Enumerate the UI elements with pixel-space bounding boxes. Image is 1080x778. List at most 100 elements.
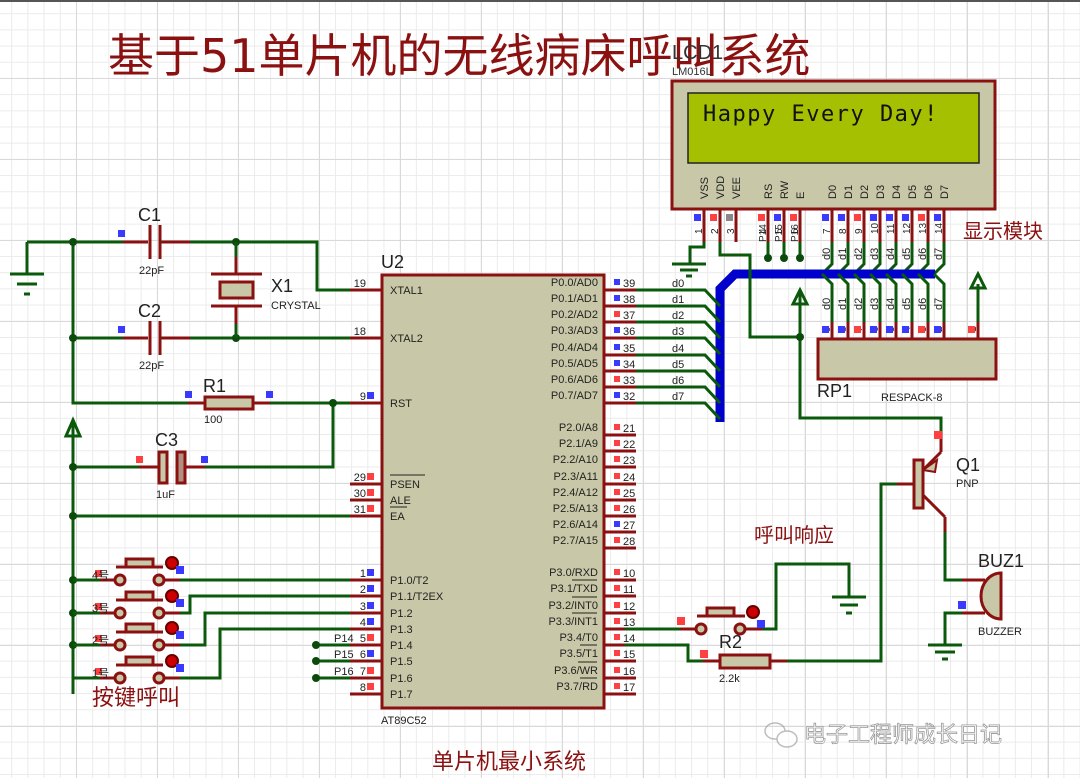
transistor-q1[interactable]: Q1 PNP	[897, 431, 980, 532]
c2-ref: C2	[138, 301, 161, 321]
button-contact	[113, 573, 127, 587]
rp1-wire	[932, 272, 946, 324]
rp1-net: d2	[853, 298, 865, 310]
button-indicator	[165, 621, 179, 635]
lcd-data-net: d2	[853, 248, 865, 260]
call-button-1[interactable]: 1号	[92, 654, 184, 685]
mcu-part: AT89C52	[381, 715, 427, 727]
mcu-pin-name: P0.7/AD7	[551, 390, 598, 402]
rp1-wire	[868, 272, 882, 324]
resistor-r2[interactable]: R2 2.2k	[700, 632, 787, 685]
pin-state-marker	[934, 214, 941, 221]
mcu-body	[380, 273, 606, 710]
response-button[interactable]	[677, 605, 765, 636]
mcu-pin-name: P1.4	[390, 640, 413, 652]
lcd-pin-name: E	[795, 192, 807, 199]
bus-entry-d2	[636, 320, 722, 340]
mcu-pin-number: 30	[354, 488, 366, 500]
pin-state-marker	[918, 214, 925, 221]
pin-state-marker	[614, 667, 620, 673]
mcu-pin-name: P3.6/WR	[554, 665, 598, 677]
pin-state-marker	[176, 599, 184, 607]
lcd-pin-name: RW	[779, 180, 791, 199]
c1-value: 22pF	[139, 265, 164, 277]
pin-state-marker	[95, 603, 102, 610]
bus-entry-d3	[636, 336, 722, 356]
rp1-wire	[836, 272, 850, 324]
lcd-pin-number: 11	[886, 223, 897, 234]
r1-value: 100	[204, 414, 222, 426]
mcu-net-label: P15	[334, 649, 354, 661]
rp1-wire	[852, 272, 866, 324]
c1-ref: C1	[138, 205, 161, 225]
mcu-pin-name: P0.6/AD6	[551, 374, 598, 386]
mcu-chip[interactable]: U2 AT89C52	[380, 252, 606, 727]
mcu-net-label: P16	[334, 666, 354, 678]
mcu-pin-name: RST	[390, 398, 412, 410]
mcu-pin-number: 9	[360, 391, 366, 403]
mcu-pin-name: EA	[390, 511, 405, 523]
pin-state-marker	[614, 602, 620, 608]
pin-state-marker	[614, 650, 620, 656]
rp1-net: d1	[837, 298, 849, 310]
button-cap	[124, 622, 155, 634]
pin-state-marker	[902, 326, 909, 333]
pin-state-marker	[886, 326, 893, 333]
pin-state-marker	[95, 668, 102, 675]
mcu-pin-name: PSEN	[390, 479, 420, 491]
lcd-pin-number: 1	[694, 228, 705, 234]
mcu-pin-number: 31	[354, 504, 366, 516]
capacitor-c3[interactable]: C3 1uF	[136, 430, 208, 501]
key-call-label: 按键呼叫	[92, 686, 180, 711]
pin-state-marker	[367, 683, 374, 690]
lcd-data-net: d0	[821, 248, 833, 260]
pin-state-marker	[614, 537, 620, 543]
mcu-min-label: 单片机最小系统	[432, 750, 586, 775]
call-button-4[interactable]: 4号	[92, 556, 184, 587]
lcd-module[interactable]: LCD1 LM016L Happy Every Day!	[670, 42, 997, 211]
mcu-pin-name: P2.3/A11	[554, 471, 598, 483]
pin-state-marker	[367, 392, 374, 399]
mcu-pin-number: 25	[623, 488, 635, 500]
pin-state-marker	[367, 473, 374, 480]
lcd-pin-name: VDD	[715, 176, 727, 199]
lcd-pin-number: 9	[854, 228, 865, 234]
call-button-3[interactable]: 3号	[92, 589, 184, 620]
mcu-pin-number: 33	[623, 375, 635, 387]
mcu-pin-number: 19	[354, 278, 366, 290]
mcu-pin-name: P3.0/RXD	[549, 567, 598, 579]
lcd-pin-number: 6	[790, 228, 801, 234]
mcu-pin-name: P2.7/A15	[553, 535, 598, 547]
resistor-pack-rp1[interactable]: RP1 RESPACK-8	[816, 337, 998, 404]
mcu-pin-number: 4	[360, 617, 366, 629]
pin-state-marker	[367, 505, 374, 512]
mcu-pin-number: 23	[623, 455, 635, 467]
call-button-2[interactable]: 2号	[92, 621, 184, 652]
resistor-r1[interactable]: R1 100	[185, 376, 273, 426]
capacitor-c1[interactable]: C1 22pF	[118, 205, 190, 277]
pin-state-marker	[614, 327, 620, 333]
pin-state-marker	[886, 214, 893, 221]
x1-value: CRYSTAL	[271, 300, 321, 312]
pin-state-marker	[614, 618, 620, 624]
capacitor-c2[interactable]: C2 22pF	[118, 301, 190, 372]
pin-state-marker	[95, 635, 102, 642]
button-indicator	[165, 556, 179, 570]
pin-state-marker	[614, 521, 620, 527]
buzzer-buz1[interactable]: BUZ1 BUZZER	[958, 551, 1024, 638]
pin-state-marker	[614, 440, 620, 446]
pin-state-marker	[367, 667, 374, 674]
crystal-x1[interactable]: X1 CRYSTAL	[211, 242, 321, 338]
c2-value: 22pF	[139, 360, 164, 372]
lcd-pin-number: 7	[822, 228, 833, 234]
lcd-pin-name: D1	[843, 185, 855, 199]
mcu-pin-number: 27	[623, 520, 635, 532]
mcu-pin-number: 28	[623, 536, 635, 548]
lcd-pin-name: D3	[875, 185, 887, 199]
r1-ref: R1	[203, 376, 226, 396]
mcu-pin-name: P1.3	[390, 624, 413, 636]
mcu-pin-number: 29	[354, 472, 366, 484]
lcd-pin-number: 14	[934, 222, 945, 234]
